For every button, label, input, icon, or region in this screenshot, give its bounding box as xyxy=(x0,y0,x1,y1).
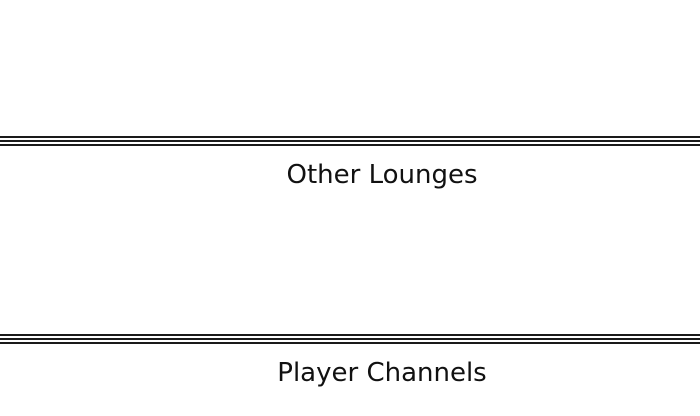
section-header-player-channels[interactable]: Player Channels xyxy=(277,358,487,388)
section-divider xyxy=(0,334,700,345)
section-header-other-lounges[interactable]: Other Lounges xyxy=(286,160,478,190)
section-divider xyxy=(0,136,700,147)
